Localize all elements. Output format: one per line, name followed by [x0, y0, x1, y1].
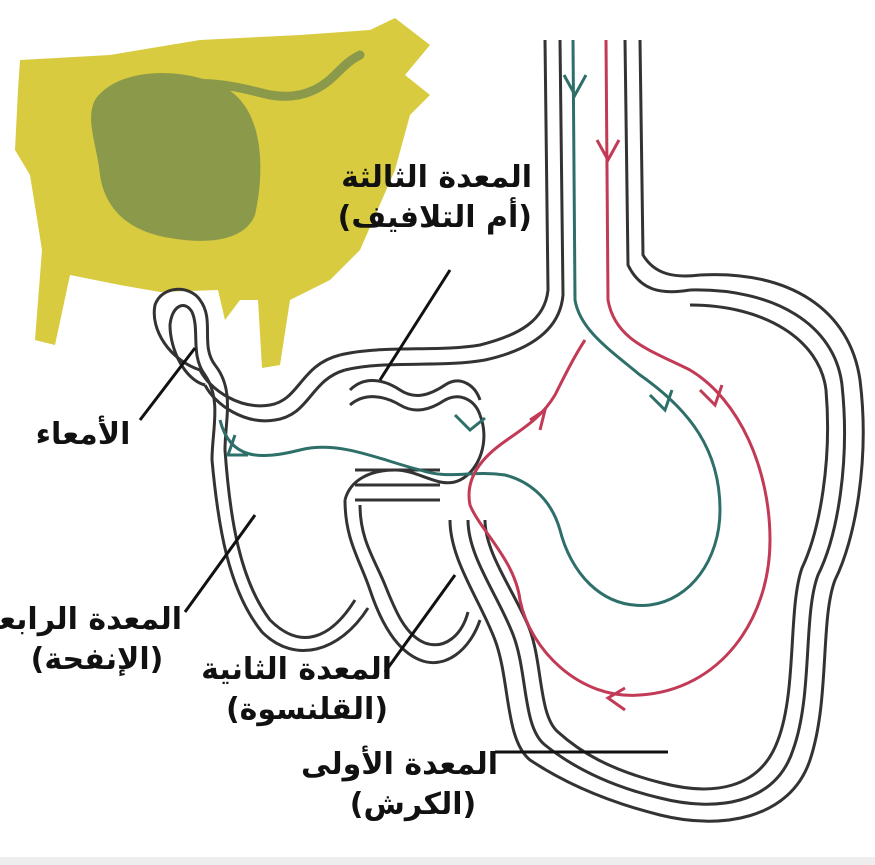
label-abomasum-line1: المعدة الرابعة — [12, 600, 182, 640]
label-abomasum-line2: (الإنفحة) — [12, 640, 182, 680]
label-omasum: المعدة الثالثة (أم التلافيف) — [352, 158, 532, 238]
reticulum-wall-inner — [360, 505, 468, 645]
label-rumen-line1: المعدة الأولى — [328, 745, 498, 785]
label-omasum-line1: المعدة الثالثة — [352, 158, 532, 198]
label-intestines: الأمعاء — [28, 415, 138, 455]
red-arrowhead-4 — [530, 410, 545, 430]
label-reticulum: المعدة الثانية (القلنسوة) — [222, 650, 392, 730]
omasum-lower-wall — [345, 415, 484, 500]
leader-intestines — [140, 348, 195, 420]
label-intestines-line1: الأمعاء — [28, 415, 138, 455]
label-abomasum: المعدة الرابعة (الإنفحة) — [12, 600, 182, 680]
label-rumen-line2: (الكرش) — [328, 785, 498, 825]
bottom-border-strip — [0, 857, 875, 865]
red-arrowhead-2 — [700, 385, 722, 405]
abomasum-wall-outer — [154, 289, 355, 637]
rumen-wall-inner — [468, 290, 845, 804]
label-omasum-line2: (أم التلافيف) — [352, 198, 532, 238]
rumen-wall-outer — [450, 275, 863, 822]
rumen-wall-innermost — [485, 305, 828, 789]
teal-arrowhead-1 — [564, 75, 586, 95]
esophagus-tube-right-outer — [640, 40, 700, 276]
label-reticulum-line1: المعدة الثانية — [222, 650, 392, 690]
omasum-folds-2 — [350, 397, 480, 415]
label-rumen: المعدة الأولى (الكرش) — [328, 745, 498, 825]
red-arrowhead-3 — [608, 688, 625, 710]
esophagus-tube-right — [625, 40, 690, 292]
label-reticulum-line2: (القلنسوة) — [222, 690, 392, 730]
reticulum-wall — [345, 500, 480, 663]
leader-reticulum — [385, 575, 455, 672]
